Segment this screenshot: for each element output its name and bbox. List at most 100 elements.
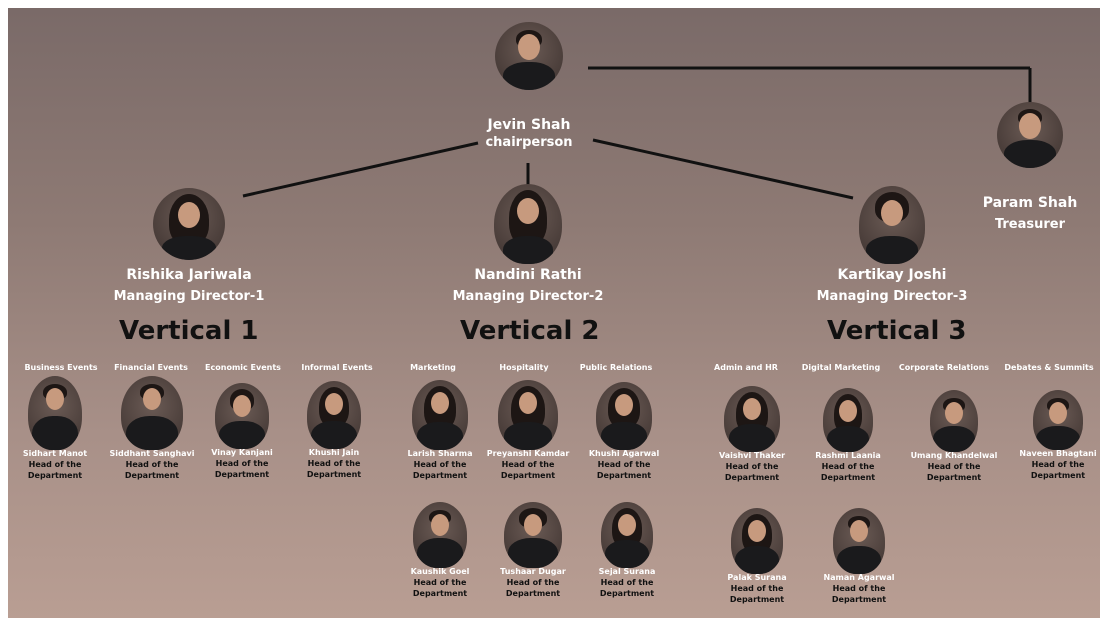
- head-photo: [724, 386, 780, 452]
- head-photo: [823, 388, 873, 452]
- treasurer-name: Param Shah: [982, 195, 1078, 211]
- head-role: Head of the: [730, 584, 784, 593]
- dept-admin-hr: Admin and HR: [714, 363, 778, 372]
- vertical-1-title: Vertical 1: [119, 316, 259, 346]
- head-role-line2: Department: [724, 473, 780, 482]
- head-role: Head of the: [821, 462, 875, 471]
- head-role: Head of the: [506, 578, 560, 587]
- dept-marketing: Marketing: [410, 363, 456, 372]
- head-role-line2: Department: [27, 471, 83, 480]
- head-role: Head of the: [307, 459, 361, 468]
- dept-informal-events: Informal Events: [301, 363, 373, 372]
- head-role-line2: Department: [505, 589, 561, 598]
- dept-economic-events: Economic Events: [205, 363, 281, 372]
- head-role-line2: Department: [412, 471, 468, 480]
- head-role: Head of the: [725, 462, 779, 471]
- head-role-line2: Department: [500, 471, 556, 480]
- head-role: Head of the: [600, 578, 654, 587]
- head-photo: [930, 390, 978, 452]
- chairperson-name: Jevin Shah: [487, 117, 571, 133]
- head-role: Head of the: [927, 462, 981, 471]
- chairperson-role: chairperson: [485, 135, 573, 150]
- head-node: Siddhant Sanghavi Head of the Department: [110, 376, 195, 481]
- dept-hospitality: Hospitality: [499, 363, 549, 372]
- org-chart: Jevin Shah chairperson Param Shah Treasu…: [8, 8, 1100, 618]
- md-1-photo: [153, 188, 225, 260]
- md-2-node: Nandini Rathi Managing Director-2: [442, 184, 614, 306]
- head-role-line2: Department: [831, 595, 887, 604]
- head-photo: [28, 376, 82, 450]
- head-name: Khushi Agarwal: [588, 449, 660, 458]
- dept-corporate-relations: Corporate Relations: [898, 363, 990, 372]
- head-role-line2: Department: [306, 470, 362, 479]
- head-node: Sejal Surana Head of the Department: [592, 502, 662, 599]
- head-name: Kaushik Goel: [410, 567, 470, 576]
- md-1-name: Rishika Jariwala: [126, 267, 252, 283]
- head-role: Head of the: [1031, 460, 1085, 469]
- vertical-3-title: Vertical 3: [827, 316, 967, 346]
- head-node: Naveen Bhagtani Head of the Department: [1018, 390, 1098, 481]
- head-role: Head of the: [215, 459, 269, 468]
- head-node: Kaushik Goel Head of the Department: [404, 502, 476, 599]
- connector-lines: [242, 66, 1032, 200]
- head-name: Tushaar Dugar: [500, 567, 566, 576]
- dept-financial-events: Financial Events: [114, 363, 188, 372]
- dept-digital-marketing: Digital Marketing: [801, 363, 881, 372]
- treasurer-role: Treasurer: [994, 217, 1066, 232]
- head-photo: [731, 508, 783, 574]
- head-photo: [601, 502, 653, 568]
- dept-public-relations: Public Relations: [579, 363, 653, 372]
- md-1-node: Rishika Jariwala Managing Director-1: [105, 188, 273, 306]
- head-role-line2: Department: [820, 473, 876, 482]
- md-2-name: Nandini Rathi: [474, 267, 582, 283]
- head-name: Sidhart Manot: [22, 449, 88, 458]
- vertical-2-title: Vertical 2: [460, 316, 600, 346]
- head-role-line2: Department: [1030, 471, 1086, 480]
- chairperson-photo: [495, 22, 563, 90]
- head-node: Umang Khandelwal Head of the Department: [908, 390, 1000, 483]
- head-role-line2: Department: [926, 473, 982, 482]
- head-role: Head of the: [832, 584, 886, 593]
- head-role-line2: Department: [412, 589, 468, 598]
- head-node: Khushi Jain Head of the Department: [298, 381, 370, 480]
- head-node: Vinay Kanjani Head of the Department: [205, 383, 279, 480]
- head-name: Preyanshi Kamdar: [486, 449, 570, 458]
- head-role-line2: Department: [599, 589, 655, 598]
- head-node: Rashmi Laania Head of the Department: [812, 388, 884, 483]
- dept-debates-summits: Debates & Summits: [1004, 363, 1094, 372]
- head-role-line2: Department: [729, 595, 785, 604]
- head-name: Palak Surana: [727, 573, 787, 582]
- head-node: Khushi Agarwal Head of the Department: [582, 382, 666, 481]
- head-photo: [504, 502, 562, 568]
- head-node: Palak Surana Head of the Department: [720, 508, 794, 605]
- head-name: Vinay Kanjani: [211, 448, 273, 457]
- head-role-line2: Department: [124, 471, 180, 480]
- head-role: Head of the: [597, 460, 651, 469]
- head-photo: [833, 508, 885, 574]
- head-node: Naman Agarwal Head of the Department: [820, 508, 898, 605]
- md-3-role: Managing Director-3: [816, 289, 968, 304]
- head-role-line2: Department: [214, 470, 270, 479]
- md-2-photo: [494, 184, 562, 264]
- head-photo: [1033, 390, 1083, 450]
- head-role: Head of the: [125, 460, 179, 469]
- head-role: Head of the: [28, 460, 82, 469]
- head-role-line2: Department: [596, 471, 652, 480]
- head-photo: [121, 376, 183, 450]
- head-name: Vaishvi Thaker: [718, 451, 786, 460]
- head-photo: [413, 502, 467, 568]
- head-role: Head of the: [413, 578, 467, 587]
- head-node: Larish Sharma Head of the Department: [402, 380, 478, 481]
- head-photo: [307, 381, 361, 449]
- head-name: Khushi Jain: [308, 448, 360, 457]
- head-role: Head of the: [413, 460, 467, 469]
- head-photo: [412, 380, 468, 450]
- head-name: Larish Sharma: [407, 449, 473, 458]
- head-photo: [215, 383, 269, 449]
- head-name: Naveen Bhagtani: [1019, 449, 1097, 458]
- md-3-photo: [859, 186, 925, 264]
- head-name: Naman Agarwal: [823, 573, 895, 582]
- chairperson-node: Jevin Shah chairperson: [468, 22, 590, 152]
- head-node: Vaishvi Thaker Head of the Department: [714, 386, 790, 483]
- head-node: Preyanshi Kamdar Head of the Department: [484, 380, 572, 481]
